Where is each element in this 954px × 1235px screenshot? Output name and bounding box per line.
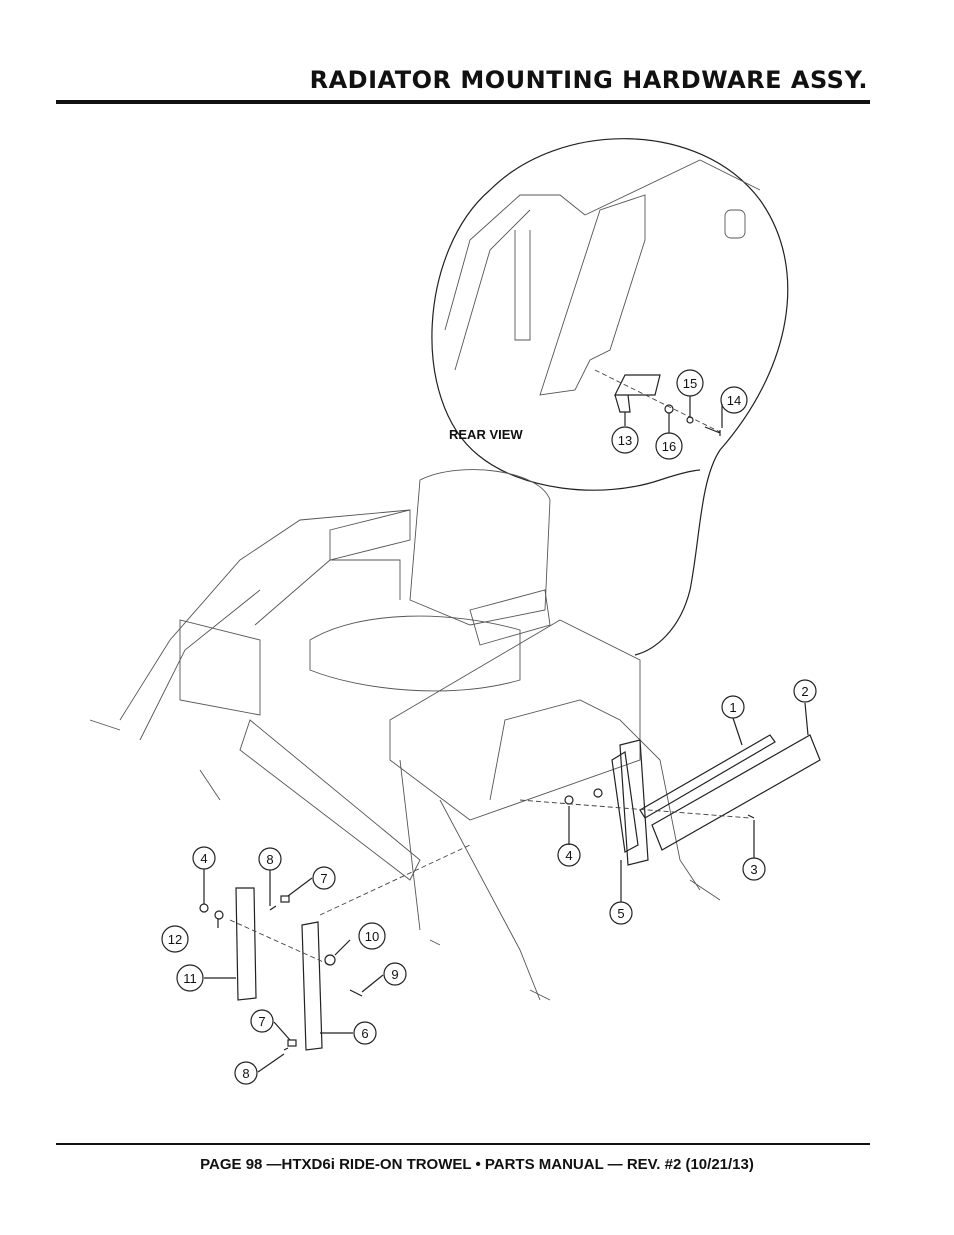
callout-7-bottom: 7 xyxy=(250,1009,274,1033)
callout-13: 13 xyxy=(611,426,639,454)
svg-text:4: 4 xyxy=(565,848,572,863)
callout-8-bottom: 8 xyxy=(234,1061,258,1085)
svg-text:14: 14 xyxy=(727,393,741,408)
svg-text:7: 7 xyxy=(258,1014,265,1029)
rear-view-label: REAR VIEW xyxy=(449,427,523,442)
svg-text:11: 11 xyxy=(183,971,197,986)
svg-text:8: 8 xyxy=(242,1066,249,1081)
callout-9: 9 xyxy=(383,962,407,986)
svg-text:8: 8 xyxy=(266,852,273,867)
footer-rule xyxy=(56,1143,870,1145)
svg-text:1: 1 xyxy=(729,700,736,715)
svg-text:13: 13 xyxy=(618,433,632,448)
svg-text:2: 2 xyxy=(801,684,808,699)
callout-leaders xyxy=(203,396,809,1073)
svg-text:9: 9 xyxy=(391,967,398,982)
callout-14: 14 xyxy=(720,386,748,414)
svg-text:3: 3 xyxy=(750,862,757,877)
callout-1: 1 xyxy=(721,695,745,719)
callout-3: 3 xyxy=(742,857,766,881)
callout-11: 11 xyxy=(176,964,204,992)
callout-15: 15 xyxy=(676,369,704,397)
callout-4-right: 4 xyxy=(557,843,581,867)
rear-view-inset xyxy=(431,138,789,656)
callout-12: 12 xyxy=(161,925,189,953)
page-footer: PAGE 98 —HTXD6i RIDE-ON TROWEL • PARTS M… xyxy=(200,1156,754,1173)
svg-text:6: 6 xyxy=(361,1026,368,1041)
svg-text:15: 15 xyxy=(683,376,697,391)
svg-text:10: 10 xyxy=(365,929,379,944)
callout-2: 2 xyxy=(793,679,817,703)
callout-6: 6 xyxy=(353,1021,377,1045)
callouts: 1 2 3 4 5 4 8 7 12 10 9 11 7 6 8 13 15 1… xyxy=(161,369,817,1085)
callout-8-top: 8 xyxy=(258,847,282,871)
callout-5: 5 xyxy=(609,901,633,925)
page-title: RADIATOR MOUNTING HARDWARE ASSY. xyxy=(309,66,868,94)
exploded-parts xyxy=(199,734,821,1051)
svg-text:16: 16 xyxy=(662,439,676,454)
header-rule xyxy=(56,100,870,104)
svg-text:5: 5 xyxy=(617,906,624,921)
callout-10: 10 xyxy=(358,922,386,950)
svg-text:12: 12 xyxy=(168,932,182,947)
callout-16: 16 xyxy=(655,432,683,460)
svg-text:7: 7 xyxy=(320,871,327,886)
callout-7-top: 7 xyxy=(312,866,336,890)
machine-frame xyxy=(89,469,721,1001)
svg-text:4: 4 xyxy=(200,851,207,866)
callout-4-left: 4 xyxy=(192,846,216,870)
